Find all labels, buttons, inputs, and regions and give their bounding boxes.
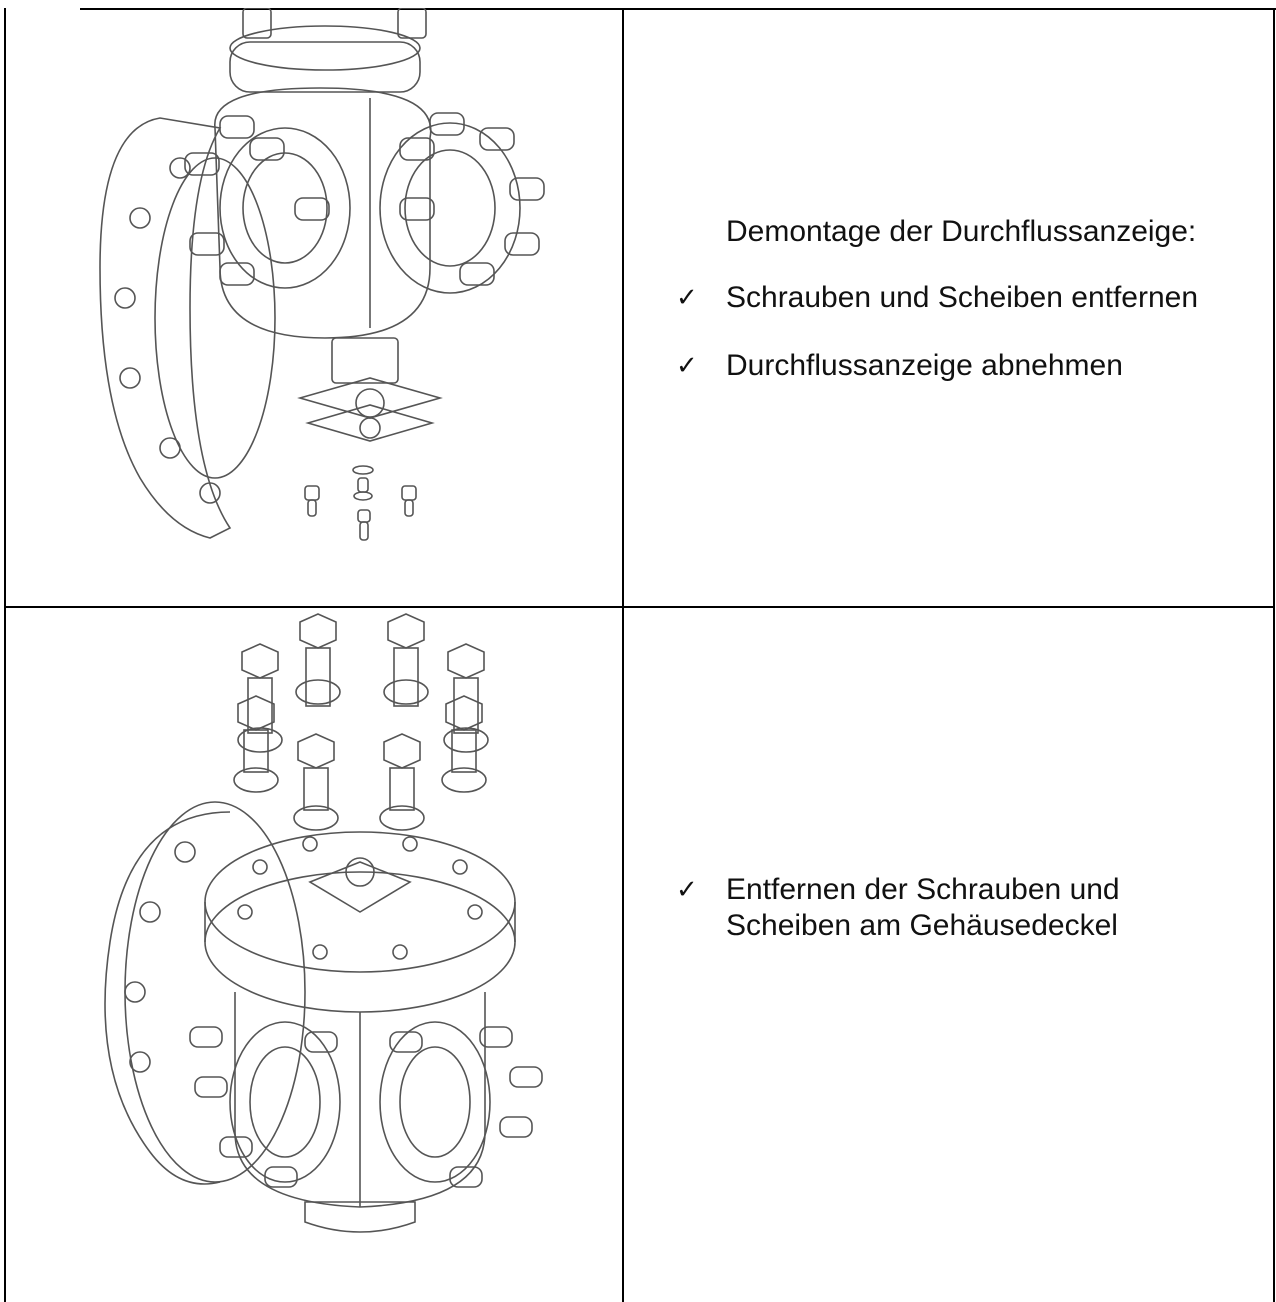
table-left-border	[4, 8, 6, 1302]
step-text: Schrauben und Scheiben entfernen	[726, 281, 1199, 314]
checkmark-icon: ✓	[676, 283, 698, 313]
table-top-border	[80, 8, 1276, 10]
section-heading: Demontage der Durchflussanzeige:	[726, 215, 1197, 248]
step-item: ✓ Entfernen der Schrauben und Scheiben a…	[670, 872, 1170, 944]
table-middle-border	[622, 8, 624, 1302]
valve-exploded-flow-indicator-icon	[99, 8, 545, 541]
valve-exploded-cover-bolts-icon	[104, 613, 543, 1233]
table-right-border	[1273, 8, 1275, 1302]
row-divider	[4, 606, 1275, 608]
step-text: Durchflussanzeige abnehmen	[726, 349, 1123, 382]
step-item: ✓ Durchflussanzeige abnehmen	[670, 348, 1260, 384]
step-item: ✓ Schrauben und Scheiben entfernen	[670, 280, 1260, 316]
step-text: Entfernen der Schrauben und Scheiben am …	[726, 873, 1120, 942]
checkmark-icon: ✓	[676, 875, 698, 905]
checkmark-icon: ✓	[676, 351, 698, 381]
